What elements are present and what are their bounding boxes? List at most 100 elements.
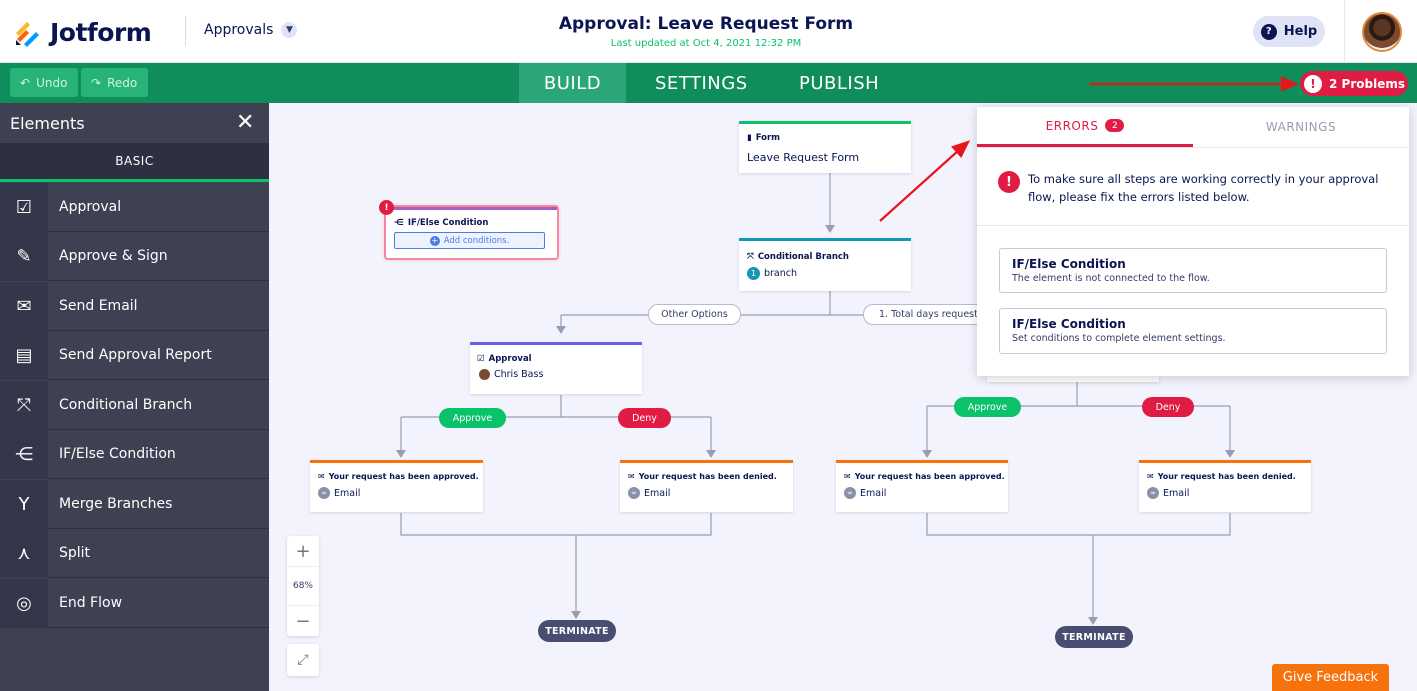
sidebar-title: Elements — [0, 103, 269, 143]
approval-icon: ☑ — [477, 354, 485, 364]
deny-label[interactable]: Deny — [618, 408, 671, 428]
tab-underline — [0, 179, 269, 182]
branch-label-total-days[interactable]: 1. Total days requested — [863, 304, 977, 325]
sidebar-item-send-email[interactable]: ✉Send Email — [0, 281, 269, 331]
branch-label-other-options[interactable]: Other Options — [648, 304, 741, 325]
form-node-title-text: Form — [755, 133, 781, 143]
sidebar-item-send-approval-report[interactable]: ▤Send Approval Report — [0, 330, 269, 380]
link-icon: ∞ — [318, 487, 330, 499]
envelope-icon: ✉ — [844, 472, 851, 481]
approval-node-title-text: Approval — [488, 354, 532, 364]
email-node-value-text: Email — [334, 487, 361, 499]
plus-icon: + — [429, 235, 440, 246]
conditional-branch-icon: ⤧ — [747, 252, 754, 262]
form-node[interactable]: ▮Form Leave Request Form — [739, 121, 911, 173]
chevron-down-icon: ▼ — [281, 22, 298, 38]
if-else-icon: ⋲ — [0, 429, 48, 479]
email-node[interactable]: ✉Your request has been approved. ∞Email — [310, 460, 483, 512]
email-node[interactable]: ✉Your request has been denied. ∞Email — [1139, 460, 1311, 512]
email-node-value-text: Email — [1163, 487, 1190, 499]
zoom-out-button[interactable]: − — [295, 610, 311, 632]
sidebar-item-split[interactable]: ⋏Split — [0, 528, 269, 578]
link-icon: ∞ — [628, 487, 640, 499]
app-switcher-label: Approvals — [204, 22, 274, 38]
sidebar-item-if-else[interactable]: ⋲IF/Else Condition — [0, 429, 269, 479]
assignee-avatar — [479, 369, 490, 380]
add-conditions-label: Add conditions. — [443, 235, 510, 246]
sidebar-item-end-flow[interactable]: ◎ End Flow — [0, 578, 269, 628]
error-item[interactable]: IF/Else Condition The element is not con… — [999, 248, 1387, 293]
sidebar-item-approve-sign[interactable]: ✎ Approve & Sign — [0, 231, 269, 281]
branch-node-title: ⤧Conditional Branch — [739, 241, 911, 262]
document-icon: ▮ — [747, 133, 752, 143]
question-icon: ? — [1260, 23, 1277, 40]
deny-label-right[interactable]: Deny — [1142, 397, 1194, 417]
form-node-value: Leave Request Form — [747, 151, 860, 164]
conditional-branch-node[interactable]: ⤧Conditional Branch 1 branch — [739, 238, 911, 291]
sidebar-item-conditional-branch[interactable]: ⤧Conditional Branch — [0, 380, 269, 430]
approve-sign-icon: ✎ — [0, 231, 48, 281]
branch-count-badge: 1 — [747, 267, 760, 280]
error-item-desc: The element is not connected to the flow… — [1012, 273, 1210, 284]
tab-build[interactable]: BUILD — [519, 63, 626, 103]
email-node[interactable]: ✉Your request has been denied. ∞Email — [620, 460, 793, 512]
tab-settings[interactable]: SETTINGS — [655, 72, 748, 94]
tab-basic[interactable]: BASIC — [0, 143, 269, 179]
redo-icon: ↷ — [91, 75, 102, 90]
expand-icon: ⤢ — [297, 652, 309, 668]
tab-warnings[interactable]: WARNINGS — [1265, 120, 1337, 134]
jotform-logo[interactable]: Jotform — [14, 17, 152, 47]
zoom-in-button[interactable]: + — [295, 540, 311, 562]
email-node-value-text: Email — [644, 487, 671, 499]
undo-icon: ↶ — [20, 75, 31, 90]
error-badge-icon: ! — [379, 200, 394, 215]
report-icon: ▤ — [0, 330, 48, 380]
branch-node-title-text: Conditional Branch — [757, 252, 849, 262]
tab-publish[interactable]: PUBLISH — [799, 72, 880, 94]
fit-screen-button[interactable]: ⤢ — [287, 644, 319, 676]
email-node-title-text: Your request has been approved. — [328, 472, 479, 481]
envelope-icon: ✉ — [1147, 472, 1154, 481]
redo-button[interactable]: ↷Redo — [81, 68, 148, 97]
assignee-name: Chris Bass — [494, 369, 544, 380]
avatar[interactable] — [1362, 12, 1402, 52]
error-item-desc: Set conditions to complete element setti… — [1012, 333, 1226, 344]
problems-button[interactable]: ! 2 Problems — [1300, 71, 1408, 96]
email-node-title: ✉Your request has been approved. — [836, 463, 1008, 481]
ifelse-title-text: IF/Else Condition — [407, 218, 489, 228]
if-else-icon: ⋲ — [394, 218, 404, 228]
tab-errors[interactable]: ERRORS 2 — [977, 107, 1193, 147]
email-node-value: ∞ Email — [310, 481, 483, 499]
error-item[interactable]: IF/Else Condition Set conditions to comp… — [999, 308, 1387, 354]
give-feedback-button[interactable]: Give Feedback — [1272, 664, 1389, 691]
errors-tab-label: ERRORS — [1045, 118, 1099, 133]
check-circle-icon: ◎ — [0, 578, 48, 628]
email-node-title-text: Your request has been denied. — [638, 472, 777, 481]
ifelse-node[interactable]: ⋲IF/Else Condition + Add conditions. — [384, 205, 559, 260]
approve-label-right[interactable]: Approve — [954, 397, 1021, 417]
problems-panel: ERRORS 2 WARNINGS ! To make sure all ste… — [977, 107, 1409, 376]
header-divider — [185, 16, 186, 46]
error-item-title: IF/Else Condition — [1012, 257, 1126, 271]
close-icon[interactable]: ✕ — [236, 110, 255, 135]
approval-icon: ☑ — [0, 182, 48, 232]
branch-node-value-text: branch — [764, 268, 798, 279]
sidebar-item-approval[interactable]: ☑Approval — [0, 182, 269, 232]
approval-node-title: ☑Approval — [470, 345, 642, 364]
sidebar-item-label: Approve & Sign — [59, 248, 168, 264]
app-switcher[interactable]: Approvals ▼ — [204, 22, 298, 38]
sidebar-item-label: Send Email — [59, 298, 138, 314]
email-node[interactable]: ✉Your request has been approved. ∞Email — [836, 460, 1008, 512]
sidebar-item-label: End Flow — [59, 595, 123, 611]
help-button[interactable]: ? Help — [1253, 16, 1325, 47]
panel-divider — [977, 147, 1409, 148]
zoom-controls: + 68% − — [287, 536, 319, 636]
add-conditions-button[interactable]: + Add conditions. — [394, 232, 545, 249]
help-label: Help — [1283, 24, 1318, 39]
undo-button[interactable]: ↶Undo — [10, 68, 78, 97]
approve-label[interactable]: Approve — [439, 408, 506, 428]
terminate-node-right[interactable]: TERMINATE — [1055, 626, 1133, 648]
terminate-node[interactable]: TERMINATE — [538, 620, 616, 642]
approval-node[interactable]: ☑Approval Chris Bass — [470, 342, 642, 394]
